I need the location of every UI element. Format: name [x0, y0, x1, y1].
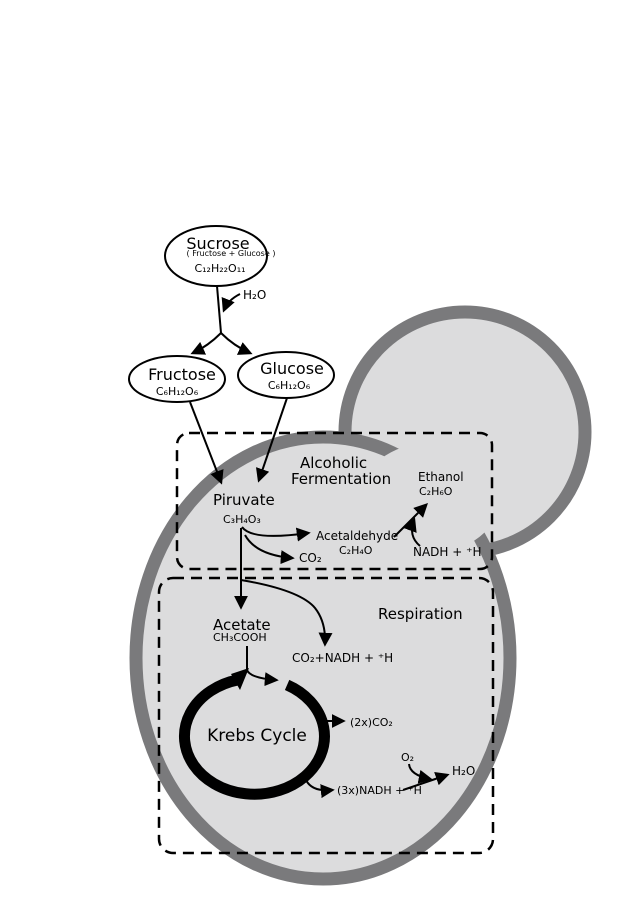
respiration-title: Respiration [378, 605, 463, 623]
fermentation-title-line2: Fermentation [291, 470, 391, 488]
fructose-label: Fructose [148, 365, 216, 384]
pyruvate-formula: C₃H₄O₃ [223, 513, 261, 526]
fermentation-co2-label: CO₂ [299, 551, 322, 565]
krebs-cycle-ring [179, 674, 330, 800]
hydrolysis-arrows [190, 285, 253, 355]
sucrose-node: Sucrose ( Fructose + Glucose ) C₁₂H₂₂O₁₁ [164, 225, 276, 287]
sucrose-label: Sucrose [186, 234, 249, 253]
krebs-nadh-output: (3x)NADH + ⁺H [337, 784, 422, 797]
yeast-cell [129, 305, 592, 886]
glucose-node: Glucose C₆H₁₂O₆ [237, 351, 335, 399]
glucose-to-pyruvate-arrow [255, 397, 288, 483]
fructose-node: Fructose C₆H₁₂O₆ [128, 355, 226, 403]
sucrose-formula: C₁₂H₂₂O₁₁ [194, 262, 245, 275]
sucrose-note: ( Fructose + Glucose ) [187, 249, 276, 258]
pyruvate-to-co2-nadh-arrow [240, 579, 333, 647]
acetaldehyde-label: Acetaldehyde [316, 529, 398, 543]
fructose-to-pyruvate-arrow [189, 401, 224, 485]
water-input-label: H₂O [243, 288, 266, 302]
fructose-formula: C₆H₁₂O₆ [156, 385, 199, 398]
krebs-co2-output: (2x)CO₂ [350, 716, 393, 729]
yeast-cell-junction-fill [360, 443, 500, 553]
glucose-label: Glucose [260, 359, 324, 378]
ethanol-formula: C₂H₆O [419, 485, 453, 498]
glucose-formula: C₆H₁₂O₆ [268, 379, 311, 392]
oxygen-arrow [408, 763, 433, 784]
oxygen-label: O₂ [401, 751, 414, 764]
krebs-cycle: Krebs Cycle [179, 668, 330, 800]
ethanol-label: Ethanol [418, 470, 464, 484]
respiration-region [157, 576, 495, 855]
fermentation-region [175, 431, 494, 571]
krebs-cycle-arrowhead [231, 668, 249, 690]
acetate-formula: CH₃COOH [213, 631, 267, 644]
acetaldehyde-formula: C₂H₄O [339, 544, 373, 557]
fermentation-title-line1: Alcoholic [300, 454, 367, 472]
krebs-nadh-arrow [305, 779, 335, 799]
nadh-to-water-arrow [402, 771, 450, 791]
pyruvate-label: Piruvate [213, 491, 275, 509]
acetate-label: Acetate [213, 616, 271, 634]
fermentation-arrows [241, 503, 428, 565]
krebs-cycle-label: Krebs Cycle [207, 726, 307, 746]
respiration-co2-nadh-label: CO₂+NADH + ⁺H [292, 651, 393, 665]
water-output-label: H₂O [452, 764, 475, 778]
fermentation-nadh-label: NADH + ⁺H [413, 545, 482, 559]
